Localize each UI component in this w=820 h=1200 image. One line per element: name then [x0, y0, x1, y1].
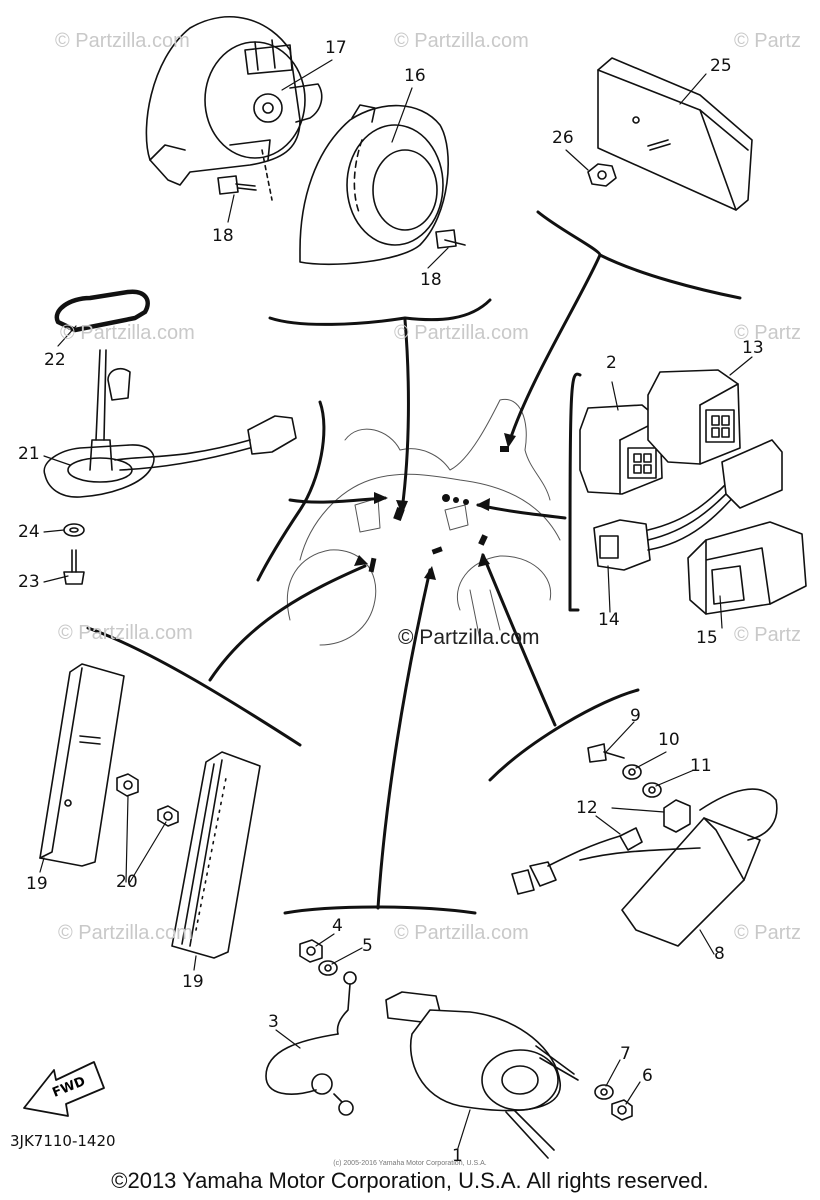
callout-1: 1 — [452, 1146, 463, 1166]
watermark: © Partzilla.com — [55, 30, 190, 52]
callout-11: 11 — [690, 756, 712, 776]
callout-22: 22 — [44, 350, 66, 370]
copyright-notice: ©2013 Yamaha Motor Corporation, U.S.A. A… — [111, 1168, 709, 1193]
callout-9: 9 — [630, 706, 641, 726]
collar-11-drawing — [642, 782, 662, 798]
bolt-18a-drawing — [217, 149, 273, 201]
callout-14: 14 — [598, 610, 620, 630]
callout-15: 15 — [696, 628, 718, 648]
callout-16: 16 — [404, 66, 426, 86]
callout-leaders — [39, 59, 753, 1149]
callout-18: 18 — [420, 270, 442, 290]
callout-8: 8 — [714, 944, 725, 964]
washer-7-drawing — [594, 1084, 614, 1100]
watermark-center: © Partzilla.com — [398, 626, 540, 649]
regulator-8-drawing — [511, 788, 778, 947]
watermark: © Partzilla.com — [58, 922, 193, 944]
nut-4-drawing — [299, 939, 323, 963]
washer-10-drawing — [622, 764, 642, 780]
watermark: © Partzilla.com — [58, 622, 193, 644]
watermark: © Partz — [734, 922, 801, 944]
nut-26-drawing — [587, 163, 617, 187]
leader-arrowheads — [354, 433, 516, 580]
watermark: © Partz — [734, 30, 801, 52]
connector-15-drawing — [687, 521, 807, 615]
holder-12-drawing — [619, 799, 691, 851]
watermark: © Partz — [734, 624, 801, 646]
horn-17-drawing — [145, 16, 323, 186]
callout-25: 25 — [710, 56, 732, 76]
callout-23: 23 — [18, 572, 40, 592]
nuts-20-drawing — [116, 773, 179, 827]
callout-13: 13 — [742, 338, 764, 358]
callout-7: 7 — [620, 1044, 631, 1064]
bolt-18b-drawing — [435, 229, 466, 249]
locator-marks — [368, 446, 509, 573]
callout-10: 10 — [658, 730, 680, 750]
frame-outline-drawing — [286, 398, 561, 646]
washer-24-drawing — [63, 523, 85, 537]
callout-17: 17 — [325, 38, 347, 58]
watermark: © Partzilla.com — [394, 30, 529, 52]
callout-4: 4 — [332, 916, 343, 936]
callout-6: 6 — [642, 1066, 653, 1086]
watermark: © Partzilla.com — [394, 322, 529, 344]
callout-3: 3 — [268, 1012, 279, 1032]
watermark: © Partzilla.com — [394, 922, 529, 944]
diagram-code: 3JK7110-1420 — [10, 1132, 116, 1150]
callout-19: 19 — [182, 972, 204, 992]
callout-21: 21 — [18, 444, 40, 464]
callout-2: 2 — [606, 353, 617, 373]
callout-12: 12 — [576, 798, 598, 818]
watermark: © Partzilla.com — [60, 322, 195, 344]
callout-20: 20 — [116, 872, 138, 892]
starter-relay-1-drawing — [385, 991, 579, 1159]
horn-16-drawing — [299, 104, 449, 266]
callout-26: 26 — [552, 128, 574, 148]
sender-21-drawing — [43, 349, 297, 498]
callout-5: 5 — [362, 936, 373, 956]
reflector-25-drawing — [597, 57, 753, 211]
washer-5-drawing — [318, 960, 338, 976]
callout-18: 18 — [212, 226, 234, 246]
bolt-9-drawing — [587, 743, 625, 763]
callout-24: 24 — [18, 522, 40, 542]
nut-6-drawing — [611, 1099, 633, 1121]
cable-3-drawing — [265, 971, 357, 1116]
callout-19: 19 — [26, 874, 48, 894]
gasket-22-drawing — [54, 289, 150, 333]
reflector-19-right-drawing — [171, 751, 261, 959]
fine-print: (c) 2005-2016 Yamaha Motor Corporation, … — [333, 1160, 487, 1167]
relay-2-drawing — [579, 404, 663, 495]
relay-13-drawing — [647, 369, 741, 465]
watermark: © Partz — [734, 322, 801, 344]
fwd-arrow-icon — [23, 1061, 105, 1117]
reflector-19-left-drawing — [39, 663, 125, 867]
connector-14-drawing — [593, 439, 783, 571]
screw-23-drawing — [63, 549, 85, 585]
